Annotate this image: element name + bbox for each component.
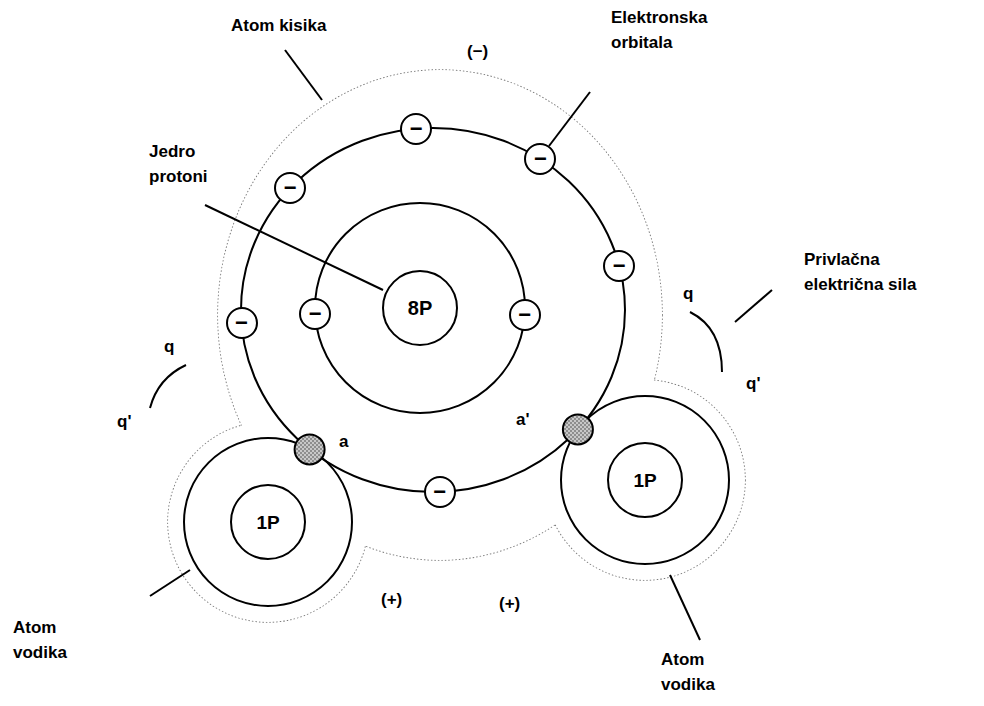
leader-line: [549, 92, 590, 146]
node-circle: [227, 308, 257, 338]
node-circle: [510, 300, 540, 330]
cloud-fill: [168, 70, 745, 622]
cloud-fill: [545, 380, 745, 580]
electron: −: [524, 143, 556, 175]
electron: −: [424, 476, 456, 508]
node-text: 1P: [256, 513, 279, 532]
hydrogen-orbit: [561, 396, 729, 564]
shared-electrons: [295, 414, 593, 464]
force-label: Privlačna električna sila: [803, 248, 955, 297]
atom-label: Atom kisika: [230, 14, 327, 39]
electron: −: [509, 299, 541, 331]
atom-label: Atom vodika: [12, 616, 84, 665]
charge-symbol: q': [116, 410, 132, 435]
shared-electron: [563, 414, 593, 444]
node-circle: [300, 299, 330, 329]
hydrogen-cloud: [168, 422, 368, 622]
orbital-label: Elektronska orbitala: [610, 6, 730, 55]
leader-line: [735, 290, 772, 322]
hydrogen-nucleus: 1P: [230, 484, 306, 560]
node-circle: [525, 144, 555, 174]
node-circle: [425, 477, 455, 507]
outer-orbit: [241, 128, 625, 492]
electron-cloud: [168, 70, 745, 622]
node-circle: [231, 485, 305, 559]
electron: −: [400, 113, 432, 145]
node-text: 1P: [633, 471, 656, 490]
node-text: −: [235, 312, 248, 334]
shared-electron: [295, 434, 325, 464]
charge-symbol: q': [745, 372, 761, 397]
leader-line: [150, 570, 190, 596]
nucleus-label: Jedro protoni: [148, 140, 228, 189]
node-text: −: [613, 255, 626, 277]
hydrogen-cloud: [545, 380, 745, 580]
leader-line: [670, 575, 700, 640]
node-circle: [275, 173, 305, 203]
charge-sign: (+): [380, 588, 403, 613]
force-arc: [150, 365, 186, 408]
charge-symbol: q: [682, 282, 694, 307]
hydrogen-nucleus: 1P: [607, 442, 683, 518]
node-text: −: [518, 304, 531, 326]
node-circle: [608, 443, 682, 517]
node-circle: [401, 114, 431, 144]
node-circle: [604, 251, 634, 281]
bond-point: a': [515, 408, 531, 433]
leader-line: [285, 50, 322, 100]
node-text: −: [284, 177, 297, 199]
oxygen-nucleus: 8P: [382, 270, 458, 346]
bond-point: a: [338, 430, 349, 455]
node-text: −: [309, 303, 322, 325]
node-text: 8P: [408, 298, 432, 318]
node-text: −: [433, 481, 446, 503]
charge-symbol: q: [163, 335, 175, 360]
charge-sign: (+): [498, 592, 521, 617]
leader-lines: [150, 50, 772, 640]
node-text: −: [410, 118, 423, 140]
atom-label: Atom vodika: [660, 648, 732, 697]
electron: −: [226, 307, 258, 339]
inner-orbit: [315, 203, 525, 413]
electron: −: [603, 250, 635, 282]
cloud-fill: [168, 422, 368, 622]
node-circle: [383, 271, 457, 345]
node-text: −: [534, 148, 547, 170]
leader-line: [205, 205, 383, 290]
hydrogen-orbit: [184, 438, 352, 606]
charge-sign: (−): [466, 40, 489, 65]
electron: −: [299, 298, 331, 330]
electron: −: [274, 172, 306, 204]
orbits: [184, 128, 729, 606]
force-arc: [690, 312, 722, 372]
